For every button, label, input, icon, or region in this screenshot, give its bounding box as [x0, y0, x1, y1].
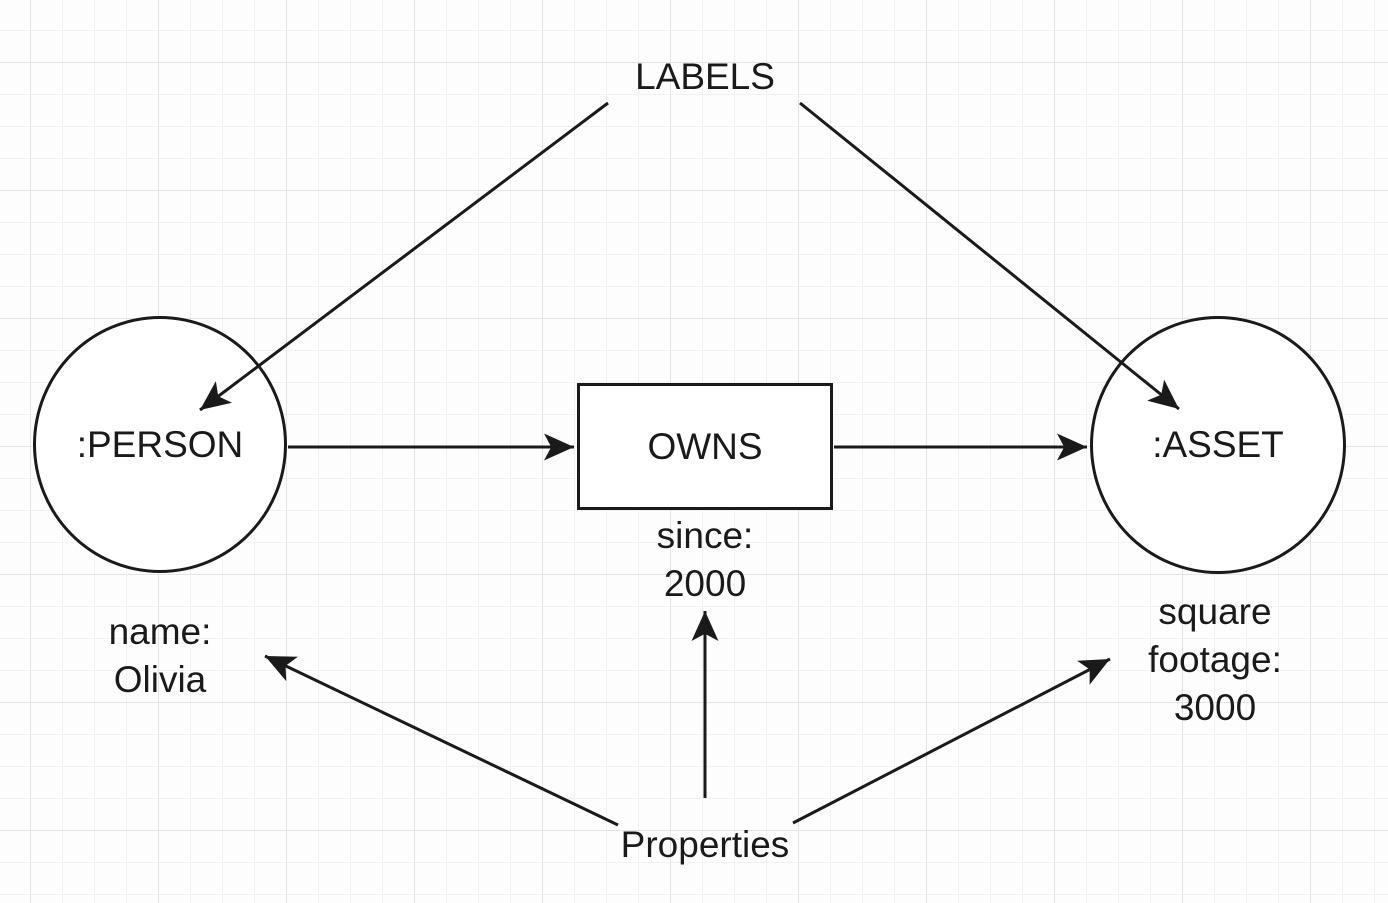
person-node: :PERSON [33, 316, 287, 573]
owns-properties-text: since: 2000 [656, 515, 754, 604]
owns-relationship-label: OWNS [647, 425, 763, 467]
owns-relationship-box: OWNS [577, 383, 833, 510]
person-properties-text: name: Olivia [108, 611, 212, 700]
asset-node: :ASSET [1090, 316, 1346, 574]
arrow-properties-to-person-props [264, 654, 619, 827]
asset-properties-text: square footage: 3000 [1148, 591, 1282, 728]
asset-node-label: :ASSET [1152, 424, 1284, 465]
arrow-properties-to-asset-props [792, 657, 1111, 825]
labels-title: LABELS [635, 56, 775, 97]
properties-title: Properties [620, 824, 790, 865]
arrow-labels-to-person [199, 101, 609, 412]
person-node-label: :PERSON [76, 423, 244, 465]
